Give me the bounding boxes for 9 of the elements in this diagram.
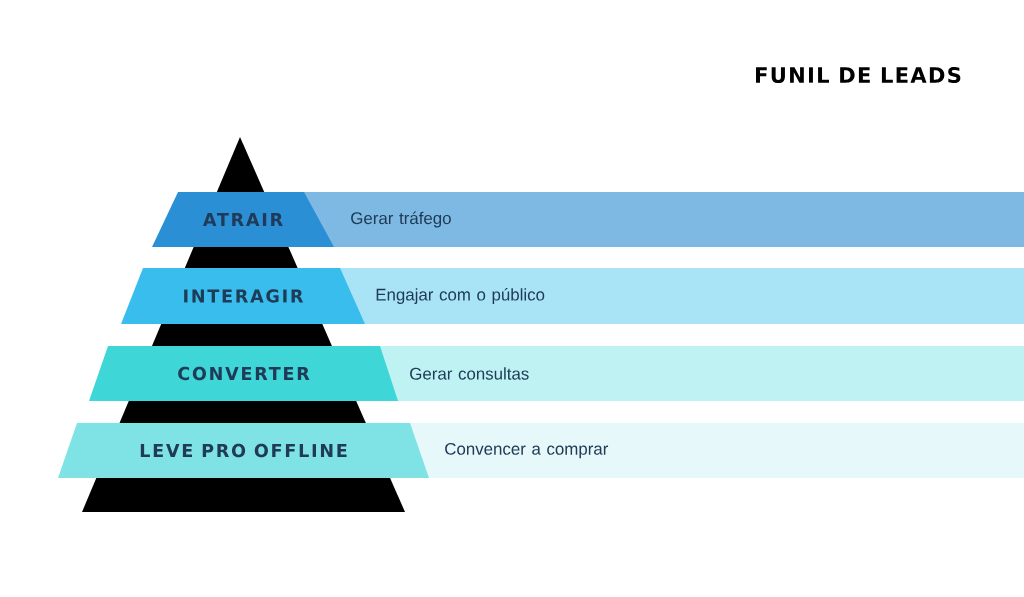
trapezoid-band: INTERAGIR — [121, 268, 365, 324]
trapezoid-band: CONVERTER — [89, 346, 398, 401]
description-bar: Engajar com o público — [335, 268, 1024, 324]
description-bar: Convencer a comprar — [405, 423, 1024, 478]
description-bar: Gerar tráfego — [300, 192, 1024, 247]
title: FUNIL DE LEADS — [756, 67, 961, 83]
trapezoid-band: LEVE PRO OFFLINE — [58, 423, 429, 478]
description-bar: Gerar consultas — [375, 346, 1024, 401]
trapezoid-band: ATRAIR — [152, 192, 334, 247]
